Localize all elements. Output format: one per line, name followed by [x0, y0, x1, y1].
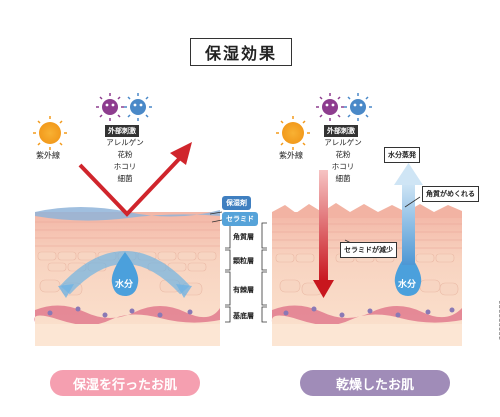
irritant-item: 細菌: [117, 174, 133, 183]
germ-icon: [316, 93, 344, 121]
external-stimulus-label: 外部刺激: [105, 125, 139, 137]
virus-icon: [124, 93, 152, 121]
water-label: 水分: [398, 280, 417, 290]
virus-icon: [344, 93, 372, 121]
layer-label: 基底層: [233, 312, 254, 320]
germ-icon: [96, 93, 124, 121]
evaporation-arrow: [394, 163, 423, 265]
evaporation-label: 水分蒸発: [384, 147, 420, 163]
irritant-list: アレルゲン 花粉 ホコリ 細菌: [318, 137, 368, 185]
layer-label: 顆粒層: [233, 257, 254, 265]
irritant-list: アレルゲン 花粉 ホコリ 細菌: [100, 137, 150, 185]
right-skin-block: [271, 203, 462, 346]
sun-icon: [276, 116, 310, 150]
peeling-label: 角質がめくれる: [422, 186, 479, 202]
moisturizer-label: 保湿剤: [222, 196, 251, 210]
ceramide-decrease-label: セラミドが減少: [340, 242, 397, 258]
dry-skin-caption: 乾燥したお肌: [300, 370, 450, 396]
uv-label: 紫外線: [36, 151, 60, 160]
uv-label: 紫外線: [279, 151, 303, 160]
irritant-item: アレルゲン: [106, 138, 144, 147]
irritant-item: 細菌: [335, 174, 351, 183]
ceramide-label: セラミド: [222, 212, 258, 226]
page-title: 保湿効果: [190, 38, 292, 66]
irritant-item: 花粉: [335, 150, 351, 159]
sun-icon: [33, 116, 67, 150]
water-label: 水分: [115, 280, 134, 290]
irritant-item: 花粉: [117, 150, 133, 159]
moisturized-skin-caption: 保湿を行ったお肌: [50, 370, 200, 396]
irritant-item: アレルゲン: [324, 138, 362, 147]
reflected-uv-arrow: [78, 142, 192, 217]
external-stimulus-label: 外部刺激: [324, 125, 358, 137]
irritant-item: ホコリ: [113, 162, 137, 171]
layer-label: 有棘層: [233, 286, 254, 294]
penetrating-uv-arrow: [313, 170, 334, 298]
irritant-item: ホコリ: [331, 162, 355, 171]
layer-label: 角質層: [233, 233, 254, 241]
